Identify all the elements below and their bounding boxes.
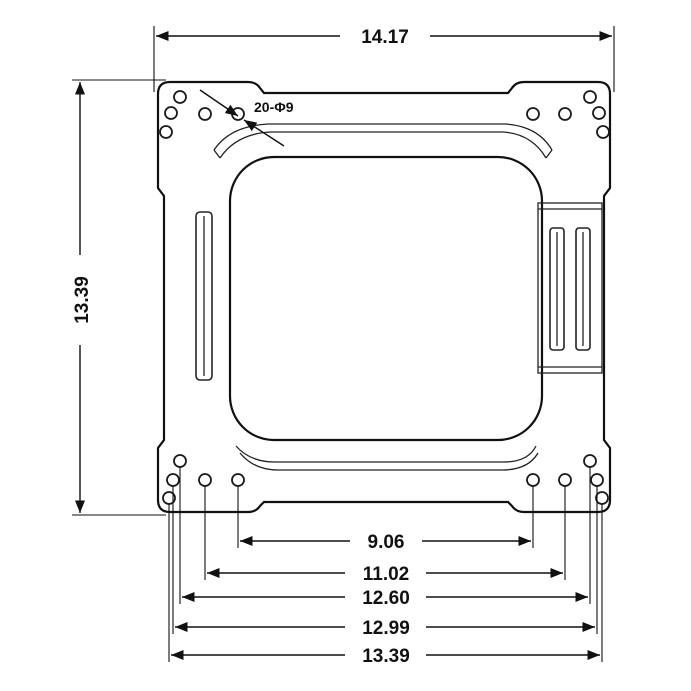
right-bracket	[537, 202, 603, 374]
mounting-hole	[590, 473, 604, 487]
mounting-hole	[166, 473, 180, 487]
hole-callout-text: 20-Φ9	[254, 99, 294, 115]
mounting-hole	[526, 473, 540, 487]
height-dimension: 13.39	[72, 79, 166, 516]
mounting-hole	[159, 125, 173, 139]
spacing-label: 9.06	[368, 532, 405, 553]
mounting-hole	[173, 454, 187, 468]
mounting-hole	[595, 491, 609, 505]
spacing-label: 13.39	[362, 646, 410, 667]
top-width-label: 14.17	[361, 27, 409, 48]
spacing-label: 12.60	[362, 588, 410, 609]
center-cutout	[228, 155, 544, 442]
mounting-hole	[583, 90, 597, 104]
spacing-label: 12.99	[362, 618, 410, 639]
top-holes	[159, 90, 610, 139]
bottom-dimensions: 9.06 11.02 12.60 12.99 13.39	[168, 467, 603, 667]
mounting-hole	[198, 473, 212, 487]
plate-outline	[156, 80, 612, 514]
mounting-hole	[526, 107, 540, 121]
mounting-hole	[231, 473, 245, 487]
mounting-hole	[173, 90, 187, 104]
hole-callout: 20-Φ9	[199, 89, 294, 147]
mounting-hole	[596, 125, 610, 139]
mounting-hole	[164, 106, 178, 120]
mounting-hole	[231, 107, 245, 121]
mounting-hole	[583, 454, 597, 468]
top-width-dimension: 14.17	[153, 26, 615, 92]
mounting-hole	[592, 106, 606, 120]
mounting-hole	[558, 473, 572, 487]
mounting-hole	[558, 107, 572, 121]
height-label: 13.39	[72, 276, 93, 324]
top-rib	[213, 123, 553, 151]
mounting-hole	[198, 107, 212, 121]
spacing-label: 11.02	[363, 564, 410, 585]
bottom-rib	[235, 445, 537, 463]
